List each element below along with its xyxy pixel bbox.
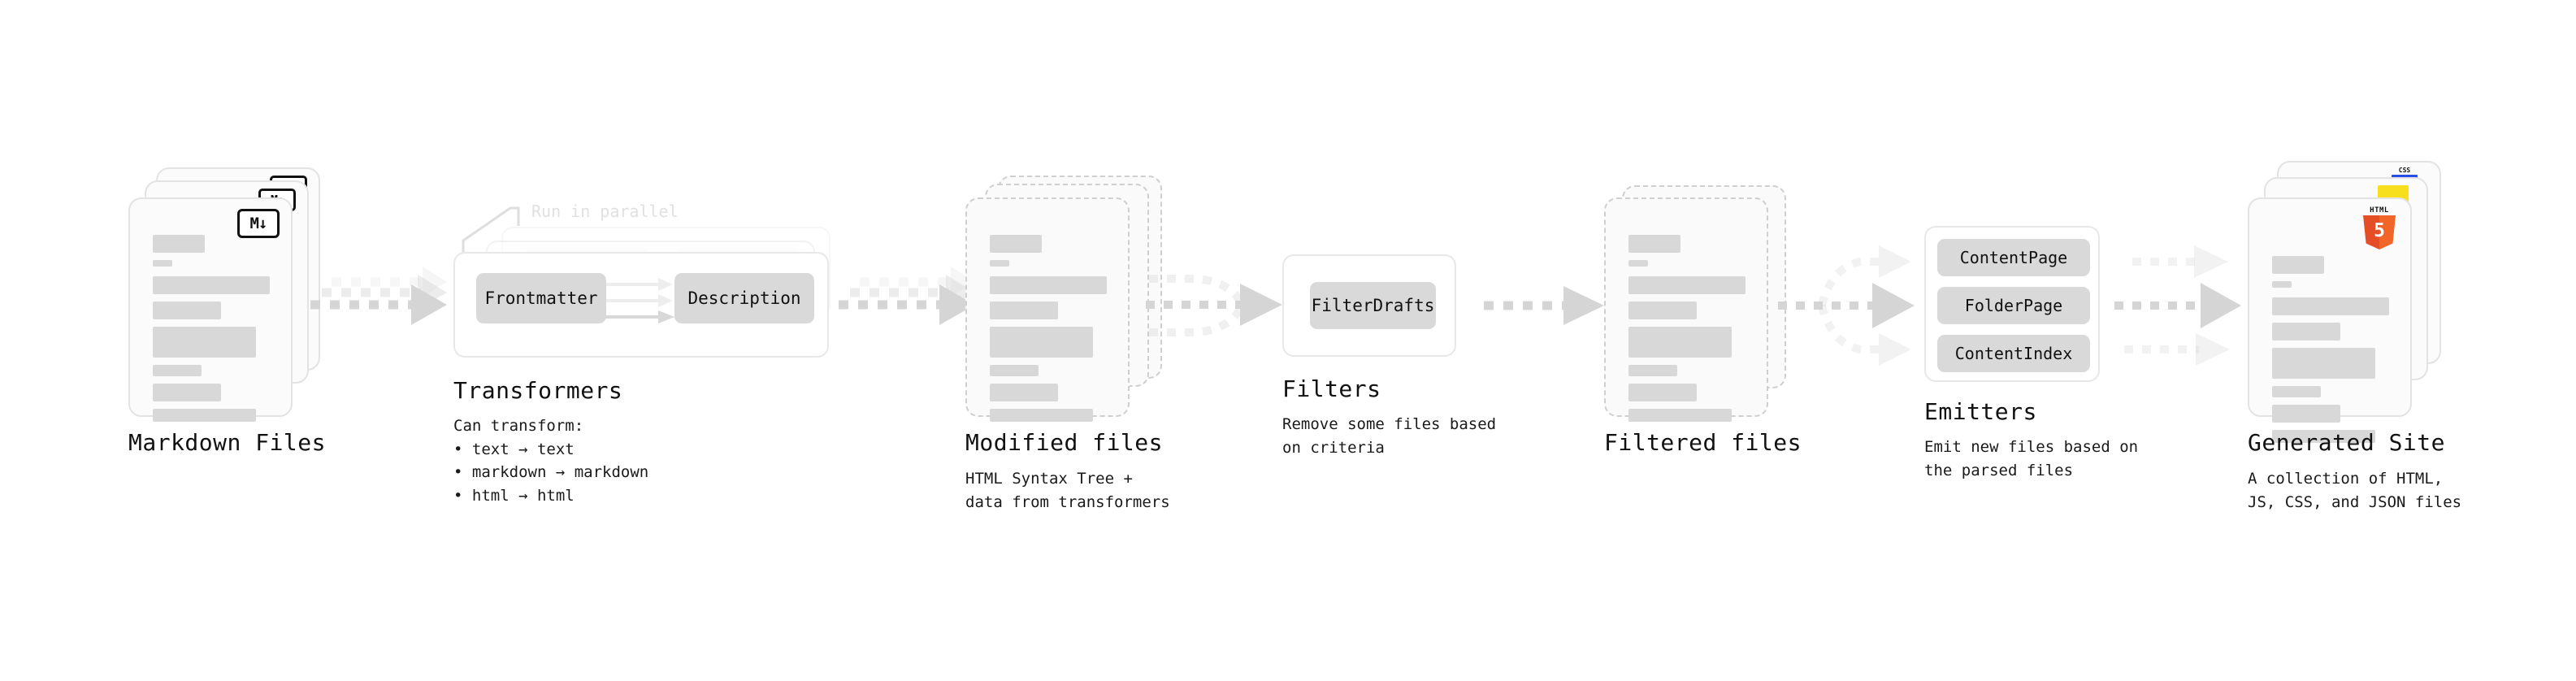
emitters-description: Emit new files based on the parsed files [1924, 438, 2139, 479]
page-title-filters: Filters [1282, 375, 1381, 402]
filters-description: Remove some files based on criteria [1282, 415, 1497, 457]
page-title-markdown: Markdown Files [128, 429, 327, 456]
document-placeholder-bars [1628, 235, 1746, 429]
page-title-emitters: Emitters [1924, 398, 2037, 425]
arrow-filtered-to-emitters [1778, 245, 1915, 366]
generated-file-card-front: HTML 5 [2248, 197, 2412, 443]
transformer-chip-description[interactable]: Description [674, 273, 814, 323]
run-in-parallel-bracket [462, 206, 520, 255]
filtered-file-card-front [1604, 197, 1768, 422]
page-title-filtered: Filtered files [1604, 429, 1802, 456]
document-placeholder-bars [153, 235, 270, 429]
arrow-filters-to-filtered [1484, 286, 1604, 325]
transformer-panel-front: Frontmatter Description [453, 252, 829, 358]
markdown-icon: M↓ [237, 209, 280, 238]
arrow-markdown-to-transformers [310, 267, 447, 325]
emitter-chip-folderpage[interactable]: FolderPage [1937, 287, 2090, 324]
css-icon: CSS [2391, 167, 2418, 179]
document-placeholder-bars [990, 235, 1107, 429]
run-in-parallel-label: Run in parallel [531, 202, 679, 221]
modified-description: HTML Syntax Tree + data from transformer… [965, 470, 1170, 511]
emitter-chip-contentpage[interactable]: ContentPage [1937, 239, 2090, 276]
filter-chip-filterdrafts[interactable]: FilterDrafts [1310, 282, 1436, 329]
modified-file-card-front [965, 197, 1130, 422]
document-placeholder-bars [2272, 256, 2389, 450]
filters-panel: FilterDrafts [1282, 254, 1456, 357]
html5-icon: HTML 5 [2361, 207, 2397, 249]
transformer-chip-frontmatter[interactable]: Frontmatter [476, 273, 606, 323]
arrow-emitters-to-generated [2114, 245, 2241, 366]
page-title-transformers: Transformers [453, 377, 623, 404]
arrow-transformers-to-modified [839, 267, 975, 325]
emitters-panel: ContentPage FolderPage ContentIndex [1924, 226, 2100, 382]
page-title-modified: Modified files [965, 429, 1164, 456]
transformers-description: Can transform: • text → text • markdown … [453, 417, 649, 505]
markdown-file-card-front: M↓ [128, 197, 293, 422]
emitter-chip-contentindex[interactable]: ContentIndex [1937, 335, 2090, 372]
page-title-generated: Generated Site [2248, 429, 2446, 456]
arrow-modified-to-filters [1146, 275, 1282, 336]
generated-description: A collection of HTML, JS, CSS, and JSON … [2248, 470, 2462, 511]
